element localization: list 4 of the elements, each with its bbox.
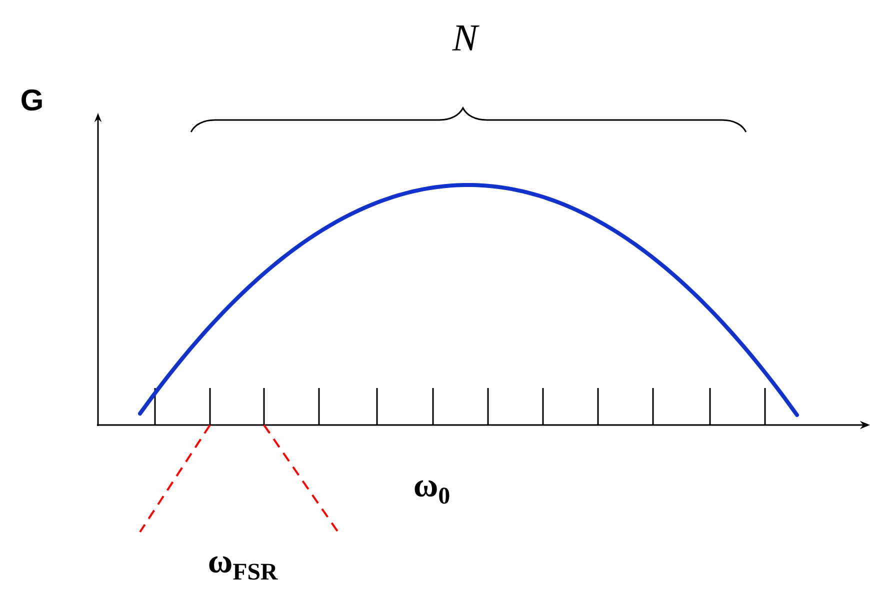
axis-label: ω$_{0}$ — [414, 480, 450, 504]
spacing-label: ω$_{FSR}$ — [209, 556, 278, 580]
axis-label: G — [22, 89, 42, 111]
brace-label: N — [452, 26, 480, 50]
